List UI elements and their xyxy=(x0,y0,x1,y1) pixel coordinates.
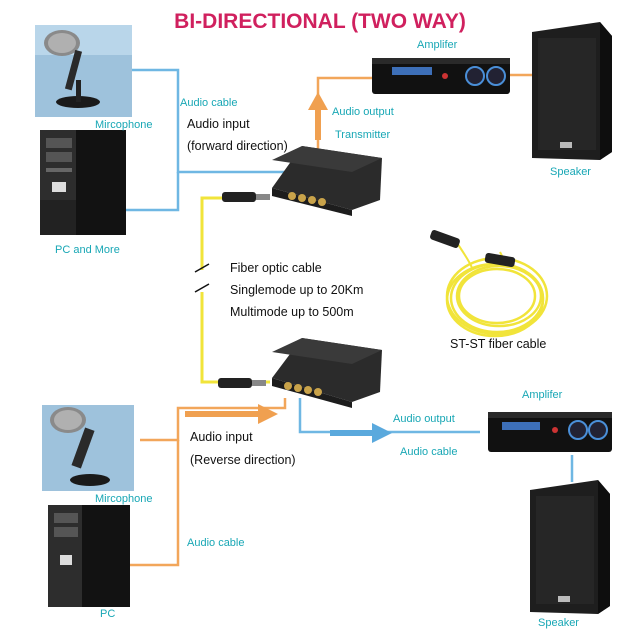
st-connector-1-image xyxy=(430,230,460,248)
audio-cable-pc-top xyxy=(125,172,180,212)
speaker-bottom-label: Speaker xyxy=(538,617,579,629)
audio-output-bottom-cable xyxy=(298,398,480,434)
audio-cable-pc-bottom xyxy=(130,440,180,567)
pc-bottom-label: PC xyxy=(100,608,116,620)
pc-top-label: PC and More xyxy=(55,244,120,256)
pc-top-image xyxy=(40,130,126,235)
audio-output-bottom-label: Audio output xyxy=(393,413,455,425)
speaker-top-label: Speaker xyxy=(550,166,591,178)
transmitter-label: Transmitter xyxy=(335,129,391,141)
speaker-bottom-image xyxy=(530,480,610,614)
audio-output-top-label: Audio output xyxy=(332,106,394,118)
fiber-break-1 xyxy=(194,263,210,273)
amplifier-top-device xyxy=(372,58,510,94)
st-connector-2-image xyxy=(484,252,516,268)
microphone-top-image xyxy=(35,25,132,117)
audio-input-rev-arrow-head xyxy=(258,404,278,424)
diagram-title: BI-DIRECTIONAL (TWO WAY) xyxy=(174,10,466,33)
microphone-bottom-label: Mircophone xyxy=(95,493,153,505)
audio-output-bottom-arrow-head xyxy=(372,423,392,443)
amplifier-top-label: Amplifer xyxy=(417,39,458,51)
microphone-top-label: Mircophone xyxy=(95,119,153,131)
audio-cable-bottom-label: Audio cable xyxy=(187,537,245,549)
pc-bottom-image xyxy=(48,505,130,607)
fiber-cable-top xyxy=(200,196,270,270)
audio-input-reverse-label: Audio input xyxy=(190,430,253,444)
amplifier-bottom-label: Amplifer xyxy=(522,389,563,401)
audio-cable-top-label: Audio cable xyxy=(180,97,238,109)
forward-direction-label: (forward direction) xyxy=(187,139,288,153)
st-st-fiber-label: ST-ST fiber cable xyxy=(450,337,547,351)
audio-output-arrow-top-head xyxy=(308,92,328,110)
transmitter-device xyxy=(272,146,382,216)
reverse-direction-label: (Reverse direction) xyxy=(190,453,296,467)
audio-cable-mid-label: Audio cable xyxy=(400,446,458,458)
multimode-label: Multimode up to 500m xyxy=(230,305,354,319)
receiver-device xyxy=(272,338,382,408)
speaker-top-image xyxy=(532,22,612,160)
fiber-connector-top xyxy=(222,192,270,202)
audio-input-rev-cable xyxy=(140,398,287,442)
fiber-optic-label: Fiber optic cable xyxy=(230,261,322,275)
singlemode-label: Singlemode up to 20Km xyxy=(230,283,364,297)
microphone-bottom-image xyxy=(42,405,134,491)
fiber-break-2 xyxy=(194,283,210,293)
audio-input-forward-label: Audio input xyxy=(187,117,250,131)
fiber-connector-bottom xyxy=(218,378,266,388)
amplifier-bottom-device xyxy=(488,412,612,452)
